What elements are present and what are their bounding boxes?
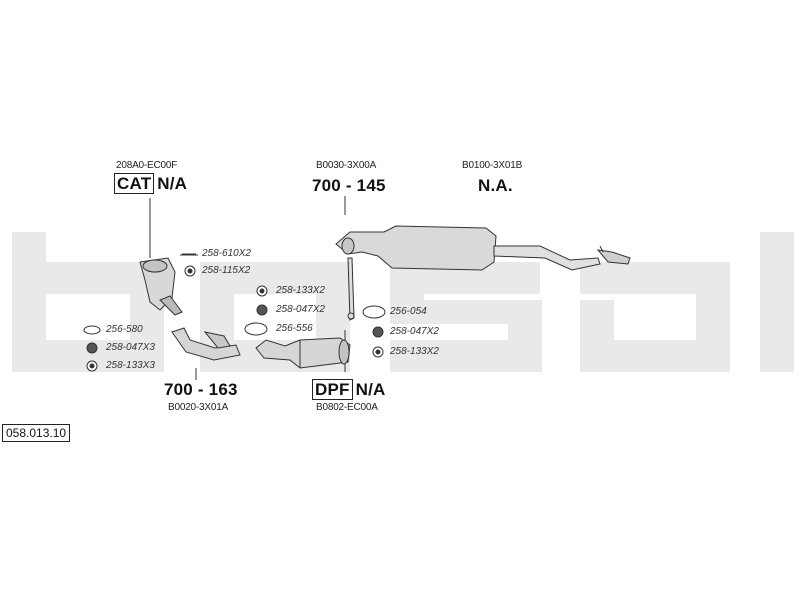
catalyst-part <box>139 257 183 316</box>
accessory-258-047x3: 258-047X3 <box>106 342 155 353</box>
front-pipe-oem: B0020-3X01A <box>168 402 229 413</box>
front-pipe-part <box>171 327 241 361</box>
tail-oem: B0100-3X01B <box>462 160 523 171</box>
accessory-258-115x2: 258-115X2 <box>202 265 251 276</box>
accessory-258-133x2-b: 258-133X2 <box>390 346 439 357</box>
dpf-box: DPF <box>312 379 353 400</box>
accessory-256-054: 256-054 <box>390 306 427 317</box>
accessory-258-133x2-a: 258-133X2 <box>276 285 325 296</box>
dpf-status: N/A <box>355 380 386 399</box>
accessory-256-580: 256-580 <box>106 324 143 335</box>
nut-icon-2 <box>86 342 98 354</box>
front-pipe-code: 700 - 163 <box>164 380 238 399</box>
nut-icon-4 <box>372 326 384 338</box>
rear-silencer-code: 700 - 145 <box>312 176 386 195</box>
dpf-part <box>255 337 351 369</box>
gasket-icon-3 <box>362 305 386 319</box>
rear-silencer-part <box>335 225 631 271</box>
accessory-258-047x2-a: 258-047X2 <box>276 304 325 315</box>
cat-box: CAT <box>114 173 155 194</box>
catalyst-status: N/A <box>157 174 188 193</box>
tail-status: N.A. <box>478 176 513 195</box>
gasket-icon-2 <box>244 322 268 336</box>
diagram-reference: 058.013.10 <box>2 424 71 442</box>
accessory-258-133x3: 258-133X3 <box>106 360 155 371</box>
nut-icon-3 <box>256 304 268 316</box>
rear-silencer-oem: B0030-3X00A <box>316 160 377 171</box>
catalyst-oem: 208A0-EC00F <box>116 160 178 171</box>
accessory-256-556: 256-556 <box>276 323 313 334</box>
accessory-258-047x2-b: 258-047X2 <box>390 326 439 337</box>
gasket-icon <box>83 325 101 335</box>
accessory-258-610x2: 258-610X2 <box>202 248 251 259</box>
dpf-oem: B0802-EC00A <box>316 402 378 413</box>
